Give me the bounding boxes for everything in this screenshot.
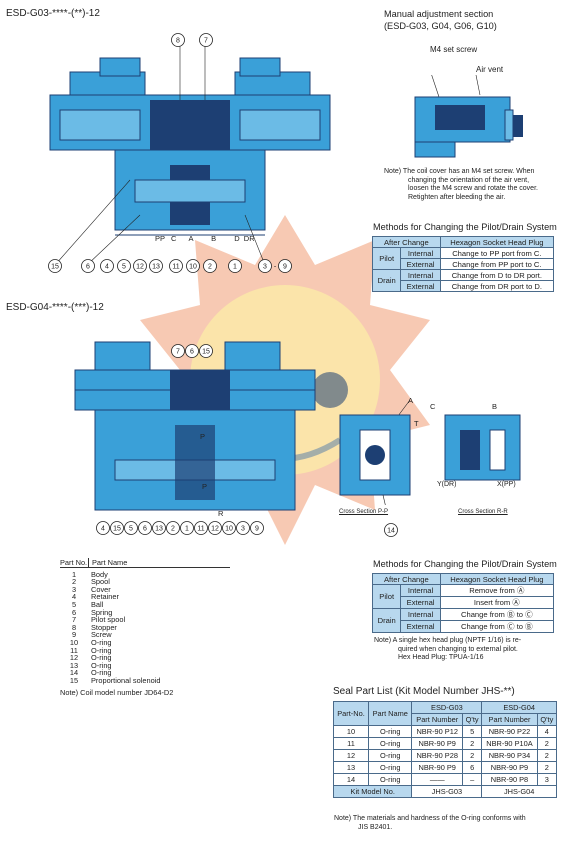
svg-text:1: 1 <box>233 264 237 271</box>
svg-text:2: 2 <box>208 264 212 271</box>
g03-port-labels: PP C A B D DR <box>155 234 275 244</box>
svg-text:6: 6 <box>190 349 194 356</box>
parts-note: Note) Coil model number JD64-D2 <box>60 687 174 697</box>
seal-table: Part-No. Part Name ESD-G03 ESD-G04 Part … <box>332 701 558 798</box>
g03-label-b: B <box>211 234 217 243</box>
cross-section-rr-label: Cross Section R-R <box>458 509 508 515</box>
svg-text:4: 4 <box>101 526 105 533</box>
g03-label-c: C <box>170 234 177 243</box>
methods1-title: Methods for Changing the Pilot/Drain Sys… <box>373 222 557 232</box>
svg-text:11: 11 <box>197 526 204 533</box>
g04-label-p2: P <box>202 482 208 491</box>
svg-text:15: 15 <box>202 349 210 356</box>
g03-title: ESD-G03-****-(**)-12 <box>6 8 100 19</box>
svg-text:14: 14 <box>387 528 395 535</box>
m4-set-screw-label: M4 set screw <box>430 45 478 54</box>
g03-callout-7: 7 <box>204 38 208 45</box>
rr-label-y: Y(DR) <box>437 481 457 488</box>
cross-section-pp-label: Cross Section P-P <box>339 509 389 515</box>
cross-section-pp-drawing <box>339 399 411 505</box>
air-vent-label: Air vent <box>476 65 504 74</box>
methods2-title: Methods for Changing the Pilot/Drain Sys… <box>373 559 557 569</box>
svg-text:10: 10 <box>189 264 197 271</box>
svg-text:11: 11 <box>172 264 179 271</box>
svg-text:3: 3 <box>241 526 245 533</box>
svg-text:5: 5 <box>122 264 126 271</box>
svg-text:13: 13 <box>152 264 160 271</box>
seal-note: Note) The materials and hardness of the … <box>334 815 526 831</box>
svg-text:10: 10 <box>225 526 233 533</box>
svg-text:12: 12 <box>211 526 219 533</box>
cross-section-rr-drawing <box>444 414 521 481</box>
manual-section-title: Manual adjustment section (ESD-G03, G04,… <box>384 9 497 31</box>
rr-label-b: B <box>492 402 498 411</box>
methods2-note: Note) A single hex head plug (NPTF 1/16)… <box>374 637 522 662</box>
rr-label-x: X(PP) <box>497 481 516 488</box>
pp-label-t: T <box>414 419 419 428</box>
g03-bottom-callouts: 15 6 4 5 12 13 11 10 2 1 3 - 9 <box>48 259 292 273</box>
rr-label-c: C <box>430 402 436 411</box>
svg-text:15: 15 <box>51 264 59 271</box>
g04-label-r: R <box>218 509 224 518</box>
g03-top-callouts: 8 7 <box>171 33 213 47</box>
pp-label-a: A <box>408 396 414 405</box>
seal-title: Seal Part List (Kit Model Number JHS-**) <box>333 686 515 697</box>
svg-text:9: 9 <box>255 526 259 533</box>
svg-text:3: 3 <box>263 264 267 271</box>
g04-label-p: P <box>200 432 206 441</box>
g03-label-a: A <box>188 234 194 243</box>
g04-title: ESD-G04-****-(***)-12 <box>6 302 104 313</box>
svg-text:9: 9 <box>283 264 287 271</box>
svg-text:15: 15 <box>113 526 121 533</box>
g03-valve-drawing <box>49 35 331 266</box>
svg-text:6: 6 <box>86 264 90 271</box>
pp-callout-14: 14 <box>384 523 398 537</box>
g04-valve-drawing <box>74 341 316 511</box>
g03-label-pp: PP <box>155 234 165 243</box>
svg-text:5: 5 <box>129 526 133 533</box>
svg-text:2: 2 <box>171 526 175 533</box>
svg-text:4: 4 <box>105 264 109 271</box>
g03-label-dr: DR <box>243 234 255 243</box>
g04-top-callouts: 7 6 15 <box>171 344 213 358</box>
svg-text:1: 1 <box>185 526 189 533</box>
g03-callout-8: 8 <box>176 38 180 45</box>
manual-note: Note) The coil cover has an M4 set screw… <box>384 168 538 201</box>
svg-text:7: 7 <box>176 349 180 356</box>
svg-text:6: 6 <box>143 526 147 533</box>
g03-label-d: D <box>234 234 240 243</box>
svg-text:12: 12 <box>136 264 144 271</box>
svg-text:-: - <box>274 264 277 271</box>
parts-list-header: Part No.Part Name <box>60 558 230 568</box>
svg-text:13: 13 <box>155 526 163 533</box>
g04-bottom-callouts: 4 15 5 6 13 2 1 11 12 10 3 9 <box>96 521 264 535</box>
manual-adjustment-drawing <box>414 75 523 158</box>
